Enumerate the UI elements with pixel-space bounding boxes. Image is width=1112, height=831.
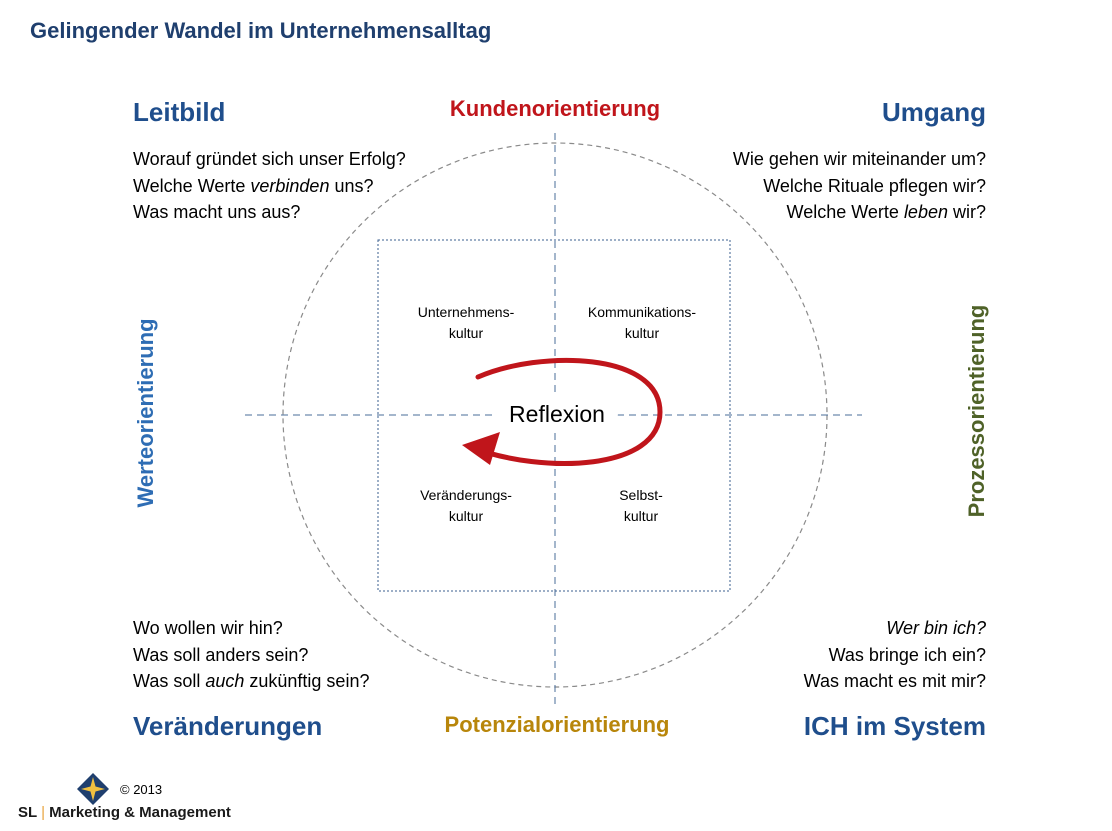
- question-text: wir?: [947, 202, 986, 222]
- axis-label-right: Prozessorientierung: [964, 304, 989, 518]
- reflexion-backdrop: [494, 396, 618, 432]
- question-emphasis: verbinden: [250, 175, 330, 196]
- cell-selbstkultur: Selbst- kultur: [619, 487, 663, 524]
- question-text: Was soll: [133, 671, 206, 691]
- axis-label-left: Werteorientierung: [133, 318, 158, 508]
- questions-leitbild: Worauf gründet sich unser Erfolg? Welche …: [133, 146, 406, 226]
- brand-footer: SL | Marketing & Management: [18, 804, 231, 821]
- page-title: Gelingender Wandel im Unternehmensalltag: [30, 18, 492, 43]
- cell-veraenderungskultur: Veränderungs- kultur: [420, 487, 512, 524]
- heading-veraenderungen: Veränderungen: [133, 711, 323, 741]
- questions-umgang: Wie gehen wir miteinander um? Welche Ritu…: [733, 146, 986, 226]
- heading-umgang: Umgang: [882, 97, 986, 127]
- question-text: uns?: [329, 175, 374, 196]
- questions-ich-im-system: Wer bin ich? Was bringe ich ein? Was macht…: [804, 615, 986, 695]
- question-line: Was bringe ich ein?: [804, 642, 986, 669]
- question-text: Was soll anders sein?: [133, 644, 309, 665]
- question-text: Worauf gründet sich unser Erfolg?: [133, 149, 406, 169]
- heading-leitbild: Leitbild: [133, 97, 226, 127]
- question-emphasis: leben: [903, 202, 948, 222]
- question-line: Welche Rituale pflegen wir?: [733, 173, 986, 200]
- question-line: Was macht uns aus?: [133, 199, 406, 226]
- culture-square: [377, 239, 731, 592]
- question-text: zukünftig sein?: [244, 671, 370, 691]
- question-text: Was macht uns aus?: [133, 202, 301, 222]
- reflexion-arrowhead: [462, 432, 500, 465]
- question-text: Welche Rituale pflegen wir?: [763, 175, 986, 196]
- question-text: Welche Werte: [786, 202, 904, 222]
- question-emphasis: Wer bin ich?: [886, 618, 986, 638]
- question-text: Wie gehen wir miteinander um?: [732, 149, 986, 169]
- question-line: Was soll anders sein?: [133, 642, 369, 669]
- question-line: Wie gehen wir miteinander um?: [733, 146, 986, 173]
- brand-name: Marketing & Management: [49, 804, 231, 821]
- heading-ich-im-system: ICH im System: [803, 711, 986, 741]
- question-text: Welche Werte: [133, 175, 251, 196]
- question-line: Was soll auch zukünftig sein?: [133, 668, 369, 695]
- questions-veraenderungen: Wo wollen wir hin? Was soll anders sein? W…: [133, 615, 369, 695]
- reflexion-arrow: [467, 357, 663, 467]
- brand-initials: SL: [18, 804, 37, 821]
- star-logo-icon: [77, 773, 109, 805]
- question-line: Welche Werte leben wir?: [733, 199, 986, 226]
- cell-kommunikationskultur: Kommunikations- kultur: [587, 304, 697, 341]
- question-line: Was macht es mit mir?: [804, 668, 986, 695]
- axis-label-bottom: Potenzialorientierung: [444, 712, 670, 737]
- copyright-text: © 2013: [120, 782, 163, 797]
- question-line: Welche Werte verbinden uns?: [133, 173, 406, 200]
- question-text: Was macht es mit mir?: [803, 671, 986, 691]
- question-line: Wo wollen wir hin?: [133, 615, 369, 642]
- question-text: Was bringe ich ein?: [828, 644, 986, 665]
- brand-separator: |: [41, 804, 45, 821]
- center-label-reflexion: Reflexion: [509, 401, 605, 427]
- question-line: Wer bin ich?: [804, 615, 986, 642]
- question-line: Worauf gründet sich unser Erfolg?: [133, 146, 406, 173]
- axis-label-top: Kundenorientierung: [449, 96, 661, 121]
- question-emphasis: auch: [205, 671, 245, 691]
- question-text: Wo wollen wir hin?: [133, 618, 283, 638]
- cell-unternehmenskultur: Unternehmens- kultur: [417, 304, 515, 341]
